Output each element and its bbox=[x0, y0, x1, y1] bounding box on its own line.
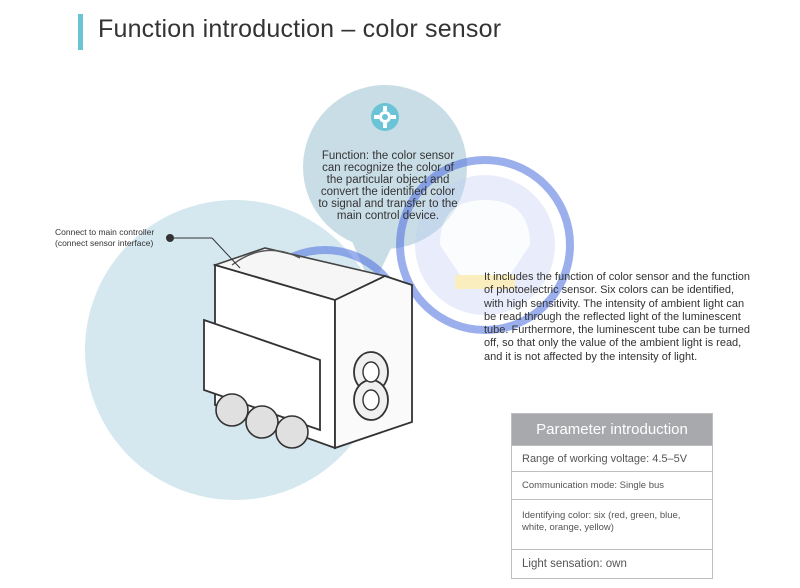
connect-label-line2: (connect sensor interface) bbox=[55, 238, 154, 248]
parameter-table: Parameter introduction Range of working … bbox=[511, 413, 713, 579]
parameter-header: Parameter introduction bbox=[512, 414, 712, 445]
connect-label-line1: Connect to main controller bbox=[55, 227, 155, 237]
function-text: Function: the color sensor can recognize… bbox=[318, 150, 458, 222]
color-sensor-device bbox=[203, 247, 413, 450]
connect-pointer bbox=[166, 234, 241, 269]
function-bubble bbox=[303, 85, 467, 249]
description-text: It includes the function of color sensor… bbox=[484, 271, 750, 363]
parameter-row-voltage: Range of working voltage: 4.5–5V bbox=[512, 445, 712, 471]
parameter-row-communication: Communication mode: Single bus bbox=[512, 471, 712, 499]
gear-icon bbox=[371, 103, 399, 131]
parameter-row-colors: Identifying color: six (red, green, blue… bbox=[512, 499, 712, 549]
connect-label: Connect to main controller (connect sens… bbox=[55, 227, 154, 249]
parameter-row-light: Light sensation: own bbox=[512, 549, 712, 578]
page-title: Function introduction – color sensor bbox=[98, 15, 502, 43]
title-accent-bar bbox=[78, 14, 83, 50]
